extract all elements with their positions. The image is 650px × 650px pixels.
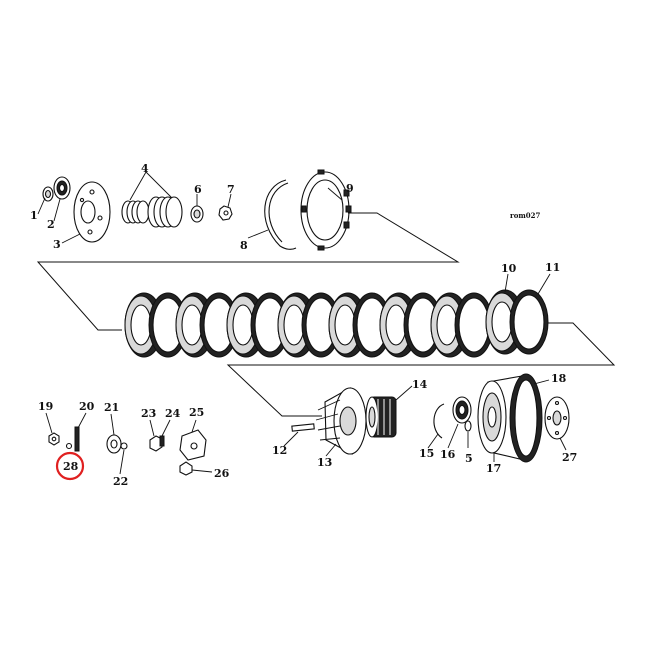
part-20-stud[interactable] [74,426,80,452]
callout-20: 20 [79,400,95,413]
part-28-o-ring[interactable] [65,442,73,450]
clutch-plate-pair-6 [379,292,443,358]
callout-15: 15 [419,447,434,460]
part-8-retaining-ring[interactable] [264,179,297,250]
part-2-bearing[interactable] [53,176,71,200]
callout-16: 16 [440,448,456,461]
part-4-springs[interactable] [121,196,183,228]
callout-24: 24 [165,407,181,420]
callout-22: 22 [113,475,128,488]
callout-4: 4 [141,162,149,175]
row-1-leader-lines [37,171,343,244]
callout-6: 6 [194,183,202,196]
part-24-adjuster-screw[interactable] [159,435,165,447]
callout-5: 5 [465,452,473,465]
part-28-highlight-circle [55,451,85,481]
part-3-pressure-plate[interactable] [73,181,111,243]
part-14-splined-hub[interactable] [365,396,397,438]
callout-11: 11 [545,261,560,274]
row-3-leader-lines [283,379,567,462]
part-13-clutch-hub[interactable] [315,387,367,455]
part-19-hex-nut[interactable] [48,432,60,446]
part-6-nut[interactable] [190,205,204,223]
callout-27: 27 [562,451,577,464]
clutch-plate-pair-7 [430,292,494,358]
clutch-plate-pair-1 [124,292,188,358]
callout-19: 19 [38,400,53,413]
callout-3: 3 [53,238,61,251]
row-2-leader-lines [504,273,551,295]
part-15-snap-ring[interactable] [433,403,445,439]
callout-17: 17 [486,462,501,475]
part-23-adjuster[interactable] [149,435,163,452]
callout-14: 14 [412,378,428,391]
callout-13: 13 [317,456,332,469]
callout-26: 26 [214,467,230,480]
callout-7: 7 [227,183,235,196]
assembly-bracket-top [36,212,460,331]
callout-2: 2 [47,218,55,231]
part-9-spring-plate[interactable] [300,169,352,251]
part-1-nut[interactable] [42,186,54,202]
part-7-lock-plate[interactable] [218,205,233,221]
callout-8: 8 [240,239,248,252]
part-25-cover[interactable] [179,429,207,461]
callout-1: 1 [30,209,38,222]
part-5-ring[interactable] [464,420,472,432]
assembly-bracket-middle [226,322,616,417]
clutch-plate-pair-3 [226,292,290,358]
callout-25: 25 [189,406,204,419]
clutch-plate-pair-4 [277,292,341,358]
part-21-washer[interactable] [106,434,122,454]
clutch-plate-pair-2 [175,292,239,358]
part-16-bearing[interactable] [452,396,472,424]
callout-21: 21 [104,401,119,414]
callout-10: 10 [501,262,517,275]
part-11-friction-plate [509,289,549,355]
callout-labels: 1 2 3 4 5 6 7 8 9 10 11 12 13 14 15 16 1… [30,162,577,488]
callout-18: 18 [551,372,567,385]
left-parts-leader-lines [45,412,213,475]
clutch-plate-stack[interactable] [124,289,549,358]
callout-23: 23 [141,407,156,420]
callout-9: 9 [346,182,354,195]
part-18-ring-gear[interactable] [509,373,543,463]
part-12-pin[interactable] [291,423,315,432]
callout-28: 28 [63,460,79,473]
callout-12: 12 [272,444,287,457]
part-22-small-washer[interactable] [120,442,128,450]
part-26-screw[interactable] [179,461,193,476]
diagram-reference-code: rom027 [510,211,541,220]
part-27-cover-plate[interactable] [544,396,570,440]
clutch-plate-pair-5 [328,292,392,358]
